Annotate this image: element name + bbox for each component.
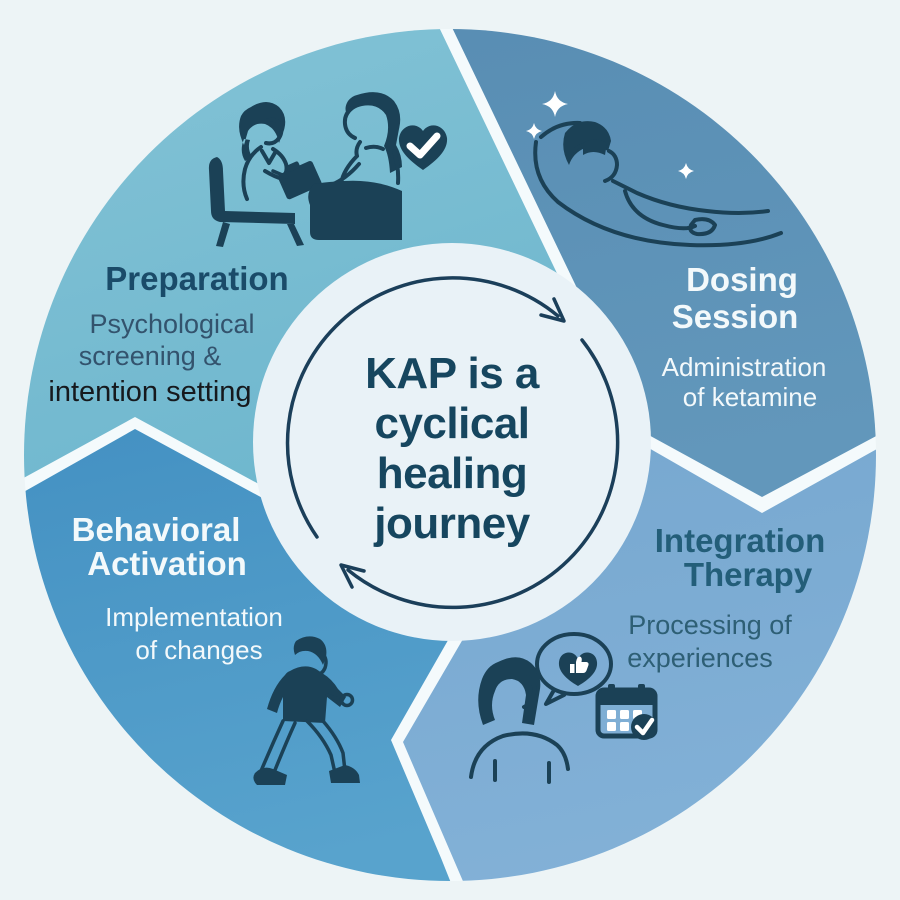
- walker-shirt: [267, 666, 346, 723]
- integration-subtitle-line: experiences: [627, 643, 773, 673]
- therapist-session-icon: [208, 92, 448, 247]
- therapist-chair: [208, 157, 304, 247]
- sparkle-icon: [678, 163, 694, 179]
- reclining-body: [611, 179, 770, 237]
- walker-hand: [339, 692, 355, 708]
- center-title-line: KAP is a: [365, 349, 540, 398]
- preparation-subtitle-line: screening &: [79, 341, 222, 371]
- therapist-hair: [239, 102, 286, 161]
- walker-front-shoe: [329, 765, 360, 783]
- behavioral-subtitle-line: Implementation: [105, 602, 283, 632]
- center-disc: [253, 243, 651, 641]
- integration-reflection-icon: [469, 632, 658, 784]
- center-title-line: cyclical: [374, 399, 529, 448]
- preparation-subtitle-line: Psychological: [89, 309, 254, 339]
- walker-front-leg: [305, 719, 347, 775]
- integration-subtitle-line: Processing of: [628, 610, 792, 640]
- therapist-pen: [271, 169, 289, 179]
- behavioral-subtitle-line: of changes: [135, 635, 262, 665]
- integration-title-line: Integration: [655, 522, 826, 559]
- speech-bubble-icon: [535, 632, 613, 696]
- walker-back-shoe: [253, 767, 287, 785]
- calendar-checkmark: [634, 717, 655, 736]
- dosing-title-line: Session: [672, 298, 799, 335]
- dosing-subtitle-line: Administration: [662, 352, 827, 382]
- calendar-check-icon: [595, 684, 658, 740]
- therapist-body: [241, 145, 289, 201]
- dosing-session-labels: Dosing Session Administration of ketamin…: [662, 261, 827, 412]
- center-title: KAP is a cyclical healing journey: [365, 349, 540, 548]
- therapist-face: [264, 117, 284, 146]
- patient-hair: [345, 92, 402, 173]
- reclining-person-icon: [526, 91, 783, 248]
- cycle-arrow-icon: [285, 276, 620, 610]
- heart-checkmark: [406, 132, 441, 159]
- thumbs-up-glyph: [570, 656, 589, 673]
- preparation-labels: Preparation Psychological screening & in…: [48, 260, 288, 408]
- dosing-subtitle-line: of ketamine: [683, 382, 817, 412]
- reclining-face: [603, 149, 619, 183]
- speech-bubble-tail: [544, 688, 566, 706]
- patient-body: [315, 140, 401, 189]
- reflecting-person-shoulders: [469, 731, 570, 784]
- behavioral-title-line: Behavioral: [72, 511, 241, 548]
- preparation-title: Preparation: [105, 260, 288, 297]
- sparkle-icon: [526, 123, 542, 139]
- integration-therapy-labels: Integration Therapy Processing of experi…: [627, 522, 825, 673]
- center-title-line: journey: [373, 499, 530, 548]
- walker-hair: [293, 636, 327, 665]
- preparation-subtitle-line: intention setting: [48, 376, 251, 408]
- sparkle-icon: [542, 91, 568, 117]
- patient-face: [342, 106, 357, 140]
- behavioral-title-line: Activation: [87, 545, 247, 582]
- patient-seat: [308, 180, 402, 240]
- eye-mask-strap: [568, 143, 585, 156]
- eye-mask-icon: [583, 139, 607, 155]
- reflecting-person-face: [522, 675, 537, 709]
- integration-title-line: Therapy: [684, 556, 813, 593]
- recliner-chair: [533, 120, 783, 248]
- center-title-line: healing: [377, 449, 528, 498]
- behavioral-activation-labels: Behavioral Activation Implementation of …: [72, 511, 283, 665]
- walking-person-icon: [253, 636, 360, 785]
- dosing-title-line: Dosing: [686, 261, 798, 298]
